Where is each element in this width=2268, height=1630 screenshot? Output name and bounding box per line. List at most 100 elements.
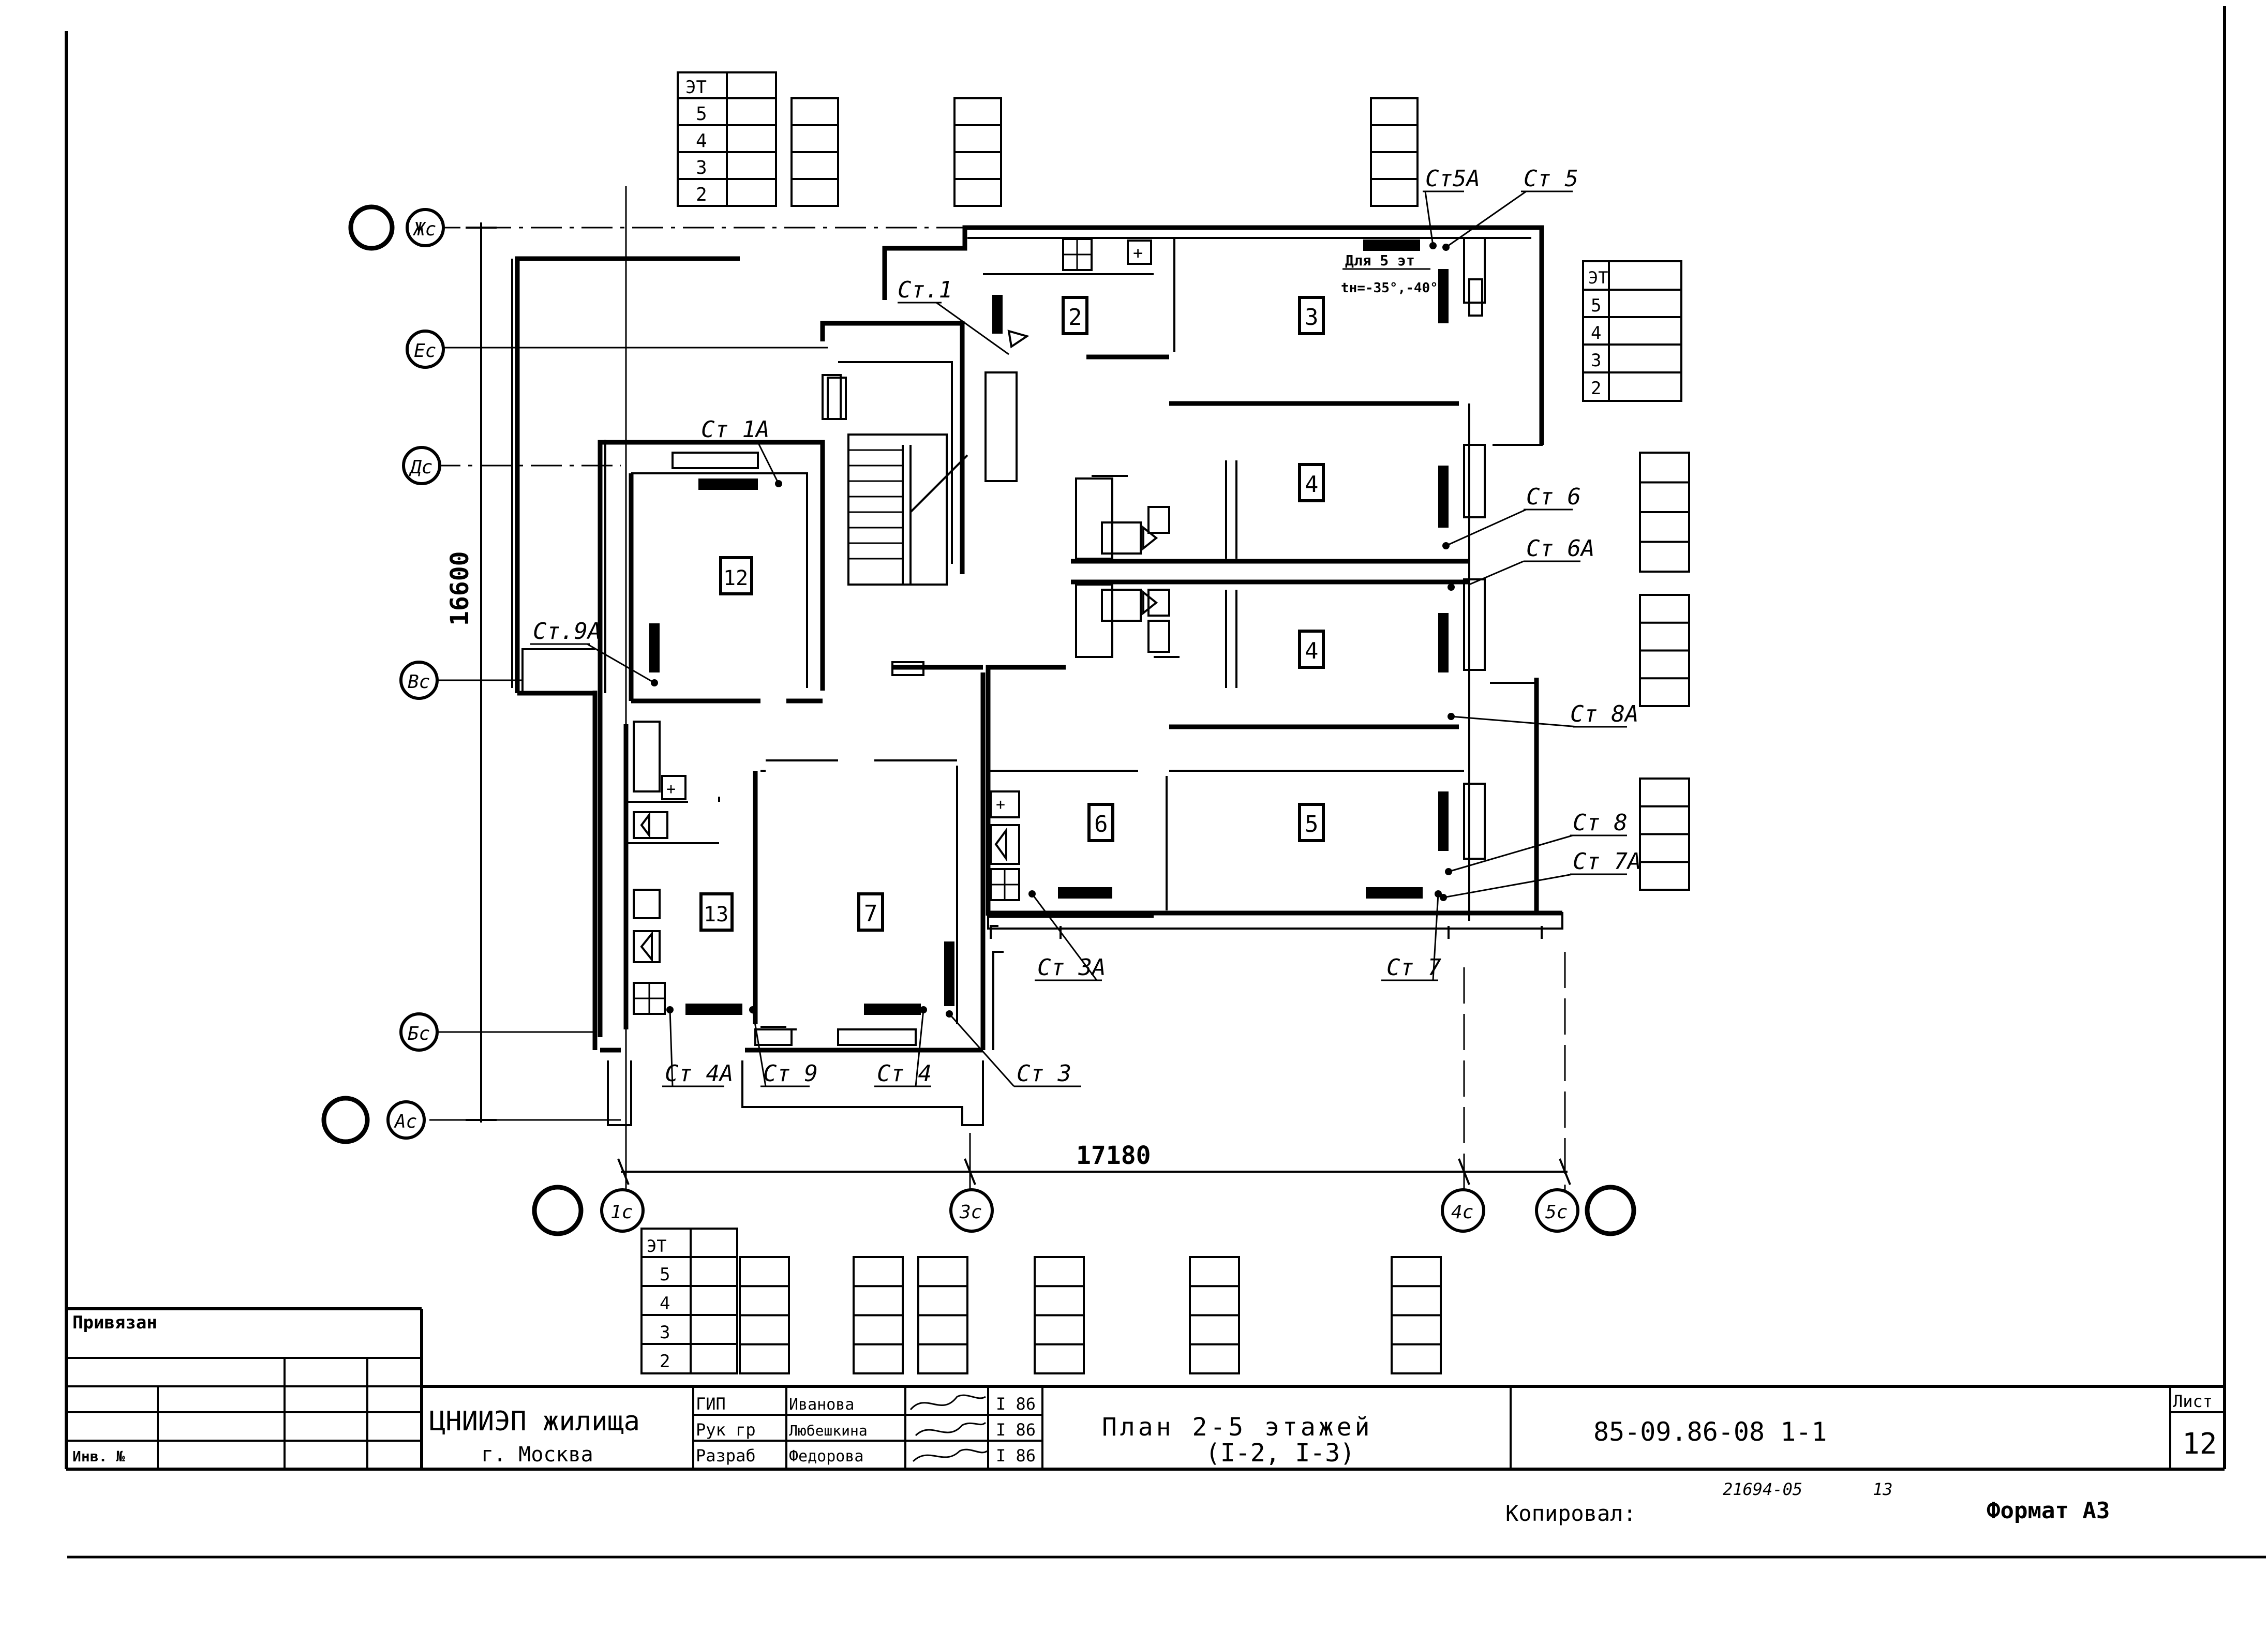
axis-label-1: 1с <box>610 1202 633 1223</box>
riser-labels: Ст.1 Ст 1А Ст5А Ст 5 Ст 6 Ст 6А Ст 8А Ст… <box>533 166 1641 1087</box>
stove-icon <box>1127 240 1152 265</box>
floor-grids <box>739 97 1690 1374</box>
floor-table-header: ЭТ <box>685 77 707 98</box>
floor-table-top: ЭТ 5 4 3 2 <box>677 71 777 207</box>
room-number-5: 5 <box>1305 811 1319 838</box>
axis-bubble-1 <box>600 1188 645 1233</box>
riser-leaders <box>530 190 1627 1087</box>
floor-4-r: 4 <box>1591 323 1601 343</box>
axis-circle-large <box>348 204 395 251</box>
radiators <box>649 240 1449 1015</box>
axis-circle-large-4 <box>1585 1185 1636 1236</box>
axis-bubble-d <box>402 446 441 485</box>
axis-bubble-5 <box>1535 1188 1579 1233</box>
room-number-13: 13 <box>704 903 728 926</box>
name-lyubeshkina: Любешкина <box>789 1422 868 1439</box>
axis-label-5: 5с <box>1545 1202 1568 1223</box>
riser-label-st1a: Ст 1А <box>701 416 769 443</box>
design-temperature-note: Для 5 эт tн=-35°,-40° <box>1341 252 1438 296</box>
bathtub-icon <box>633 721 661 792</box>
riser-label-st8a: Ст 8А <box>1570 701 1638 727</box>
room-number-4a: 4 <box>1305 471 1319 498</box>
axis-label-b: Бс <box>408 1023 430 1044</box>
plan-walls <box>515 225 1563 1126</box>
fixtures: + + + <box>633 238 1158 1015</box>
axis-bubble-a <box>386 1100 426 1140</box>
riser-label-st1: Ст.1 <box>898 277 952 303</box>
windows-right <box>672 237 1486 860</box>
room-box-7 <box>857 892 884 932</box>
riser-label-st9a: Ст.9А <box>533 618 601 645</box>
copied-number: 21694-05 <box>1723 1479 1802 1499</box>
privyazan-label: Привязан <box>72 1312 157 1333</box>
room-box-6 <box>1087 803 1114 842</box>
role-rukgr: Рук гр <box>696 1420 756 1440</box>
svg-text:+: + <box>666 780 676 798</box>
floor-2: 2 <box>696 184 707 205</box>
riser-label-st5a: Ст5А <box>1425 166 1480 192</box>
svg-text:+: + <box>1133 243 1143 263</box>
floor-table-right: ЭТ 5 4 3 2 <box>1582 260 1682 402</box>
room-number-6: 6 <box>1094 811 1108 838</box>
drawing-code: 85-09.86-08 1-1 <box>1593 1417 1827 1447</box>
riser-label-st8: Ст 8 <box>1573 810 1628 836</box>
room-box-12 <box>719 556 753 595</box>
room-box-4a <box>1298 463 1325 502</box>
row-axis-markers: Жс Ес Дс Вс Бс Ас <box>321 204 445 1144</box>
sheet-number: 12 <box>2182 1427 2217 1461</box>
floor-4-b: 4 <box>660 1293 670 1314</box>
axis-label-d: Дс <box>409 457 432 478</box>
riser-label-st9: Ст 9 <box>763 1060 818 1087</box>
copied-label: Копировал: <box>1505 1501 1636 1526</box>
signature-3 <box>912 1448 988 1462</box>
riser-label-st7a: Ст 7А <box>1573 848 1641 875</box>
drawing-title-line2: (I-2, I-3) <box>1205 1439 1355 1468</box>
vestibule-left <box>511 259 595 693</box>
axis-circle-large-2 <box>321 1096 370 1144</box>
riser-label-st3a: Ст 3А <box>1037 954 1106 981</box>
sheet-frame <box>65 6 2266 1559</box>
axis-label-zh: Жс <box>412 219 436 240</box>
riser-label-st4a: Ст 4А <box>665 1060 733 1087</box>
floor-2-b: 2 <box>660 1351 670 1372</box>
name-ivanova: Иванова <box>789 1396 854 1414</box>
note-line1: Для 5 эт <box>1345 252 1415 269</box>
dimension-horizontal: 17180 <box>617 1141 1571 1185</box>
floor-4: 4 <box>696 130 707 152</box>
dimension-height-label: 16600 <box>445 551 474 626</box>
room-labels: 2 3 4 4 12 6 5 13 7 <box>699 296 1325 932</box>
dimension-width-label: 17180 <box>1076 1141 1151 1170</box>
signature-1 <box>909 1394 986 1410</box>
axis-label-v: Вс <box>408 671 430 693</box>
riser-label-st5: Ст 5 <box>1524 166 1578 192</box>
floor-table-bottom: ЭТ 5 4 3 2 <box>640 1228 738 1374</box>
note-line2: tн=-35°,-40° <box>1341 280 1438 296</box>
role-gip: ГИП <box>696 1394 726 1414</box>
riser-label-st3: Ст 3 <box>1017 1060 1071 1087</box>
floor-3: 3 <box>696 157 707 178</box>
date-3: I 86 <box>996 1446 1036 1465</box>
axis-bubble-e <box>406 330 445 369</box>
floor-table-header-b: ЭТ <box>647 1236 667 1256</box>
room-number-2: 2 <box>1068 304 1082 331</box>
dimension-vertical: 16600 <box>445 222 497 1123</box>
axis-bubble-3 <box>949 1188 994 1233</box>
signature-2 <box>915 1422 987 1437</box>
floor-5: 5 <box>696 103 707 125</box>
floor-table-header-r: ЭТ <box>1588 268 1608 288</box>
axis-label-4: 4с <box>1451 1202 1473 1223</box>
room-number-3: 3 <box>1305 304 1319 331</box>
drawing-title-line1: План 2-5 этажей <box>1102 1413 1372 1442</box>
svg-text:+: + <box>996 796 1005 814</box>
inv-label: Инв. № <box>72 1448 125 1465</box>
axis-label-a: Ас <box>394 1111 417 1132</box>
axis-label-3: 3с <box>959 1202 982 1223</box>
riser-label-st4: Ст 4 <box>877 1060 932 1087</box>
axis-bubble-b <box>399 1012 439 1052</box>
axis-bubble-4 <box>1441 1188 1485 1233</box>
date-1: I 86 <box>996 1394 1036 1414</box>
room-box-4b <box>1298 630 1325 669</box>
room-number-4b: 4 <box>1305 638 1319 664</box>
date-2: I 86 <box>996 1420 1036 1440</box>
